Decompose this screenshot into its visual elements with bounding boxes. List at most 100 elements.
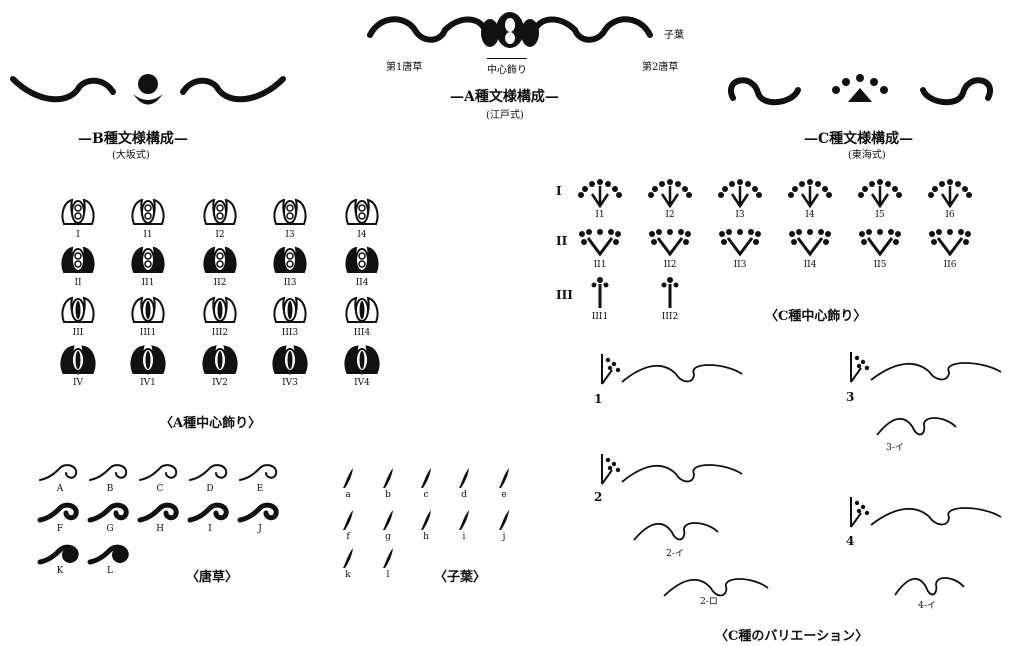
c-center-label: I3 xyxy=(725,210,755,220)
karakusa-label: B xyxy=(95,484,125,494)
shiyo-motif xyxy=(340,466,356,490)
karakusa-motif xyxy=(38,502,82,524)
c-center-label: II6 xyxy=(935,260,965,270)
c-center-ornament xyxy=(648,228,692,258)
shiyo-label: f xyxy=(333,532,363,542)
c-center-row-label: II xyxy=(556,234,567,248)
karakusa-label: K xyxy=(45,566,75,576)
a-center-ornament xyxy=(344,294,380,326)
karakusa-motif xyxy=(188,462,232,484)
c-center-label: II4 xyxy=(795,260,825,270)
a-center-label: II3 xyxy=(275,278,305,288)
shiyo-motif xyxy=(380,546,396,570)
karakusa-label: D xyxy=(195,484,225,494)
a-center-label: IV4 xyxy=(347,378,377,388)
c-center-label: II3 xyxy=(725,260,755,270)
a-center-label: III1 xyxy=(133,328,163,338)
a-center-ornament xyxy=(130,244,166,276)
karakusa-motif xyxy=(88,462,132,484)
c-center-row-label: III xyxy=(556,288,573,302)
karakusa-label: I xyxy=(195,524,225,534)
c-type-title: —C種文様構成— xyxy=(804,128,913,148)
karakusa-motif xyxy=(238,502,282,524)
a-center-ornament xyxy=(60,294,96,326)
a-center-label: IV2 xyxy=(205,378,235,388)
c-center-ornament xyxy=(858,228,902,258)
a-center-caption: 〈A種中心飾り〉 xyxy=(160,412,261,431)
a-type-title: —A種文様構成— xyxy=(450,86,559,106)
a-center-label: III2 xyxy=(205,328,235,338)
c-center-ornament xyxy=(858,178,902,208)
a-center-ornament xyxy=(130,294,166,326)
shiyo-label: e xyxy=(489,490,519,500)
c-center-row-label: I xyxy=(556,184,562,198)
c-center-label: I5 xyxy=(865,210,895,220)
a-label-tang2: 第2唐草 xyxy=(642,58,678,73)
a-center-label: III xyxy=(63,328,93,338)
a-center-label: I4 xyxy=(347,230,377,240)
c-variation-motif xyxy=(845,350,1005,390)
c-variation-label: 2 xyxy=(594,490,602,504)
c-center-caption: 〈C種中心飾り〉 xyxy=(765,305,866,324)
a-center-ornament xyxy=(202,196,238,228)
shiyo-motif xyxy=(340,508,356,532)
shiyo-motif xyxy=(380,508,396,532)
c-center-label: I4 xyxy=(795,210,825,220)
a-center-label: I2 xyxy=(205,230,235,240)
a-center-ornament xyxy=(130,196,166,228)
c-center-ornament xyxy=(928,228,972,258)
a-center-label: IV3 xyxy=(275,378,305,388)
a-center-ornament xyxy=(344,344,380,376)
shiyo-label: j xyxy=(489,532,519,542)
a-center-label: I xyxy=(63,230,93,240)
shiyo-label: d xyxy=(449,490,479,500)
c-center-ornament xyxy=(718,178,762,208)
karakusa-label: F xyxy=(45,524,75,534)
shiyo-label: l xyxy=(373,570,403,580)
a-center-label: II xyxy=(63,278,93,288)
c-variation-label: 2-ロ xyxy=(694,594,724,607)
a-label-tang1: 第1唐草 xyxy=(386,58,422,73)
karakusa-label: H xyxy=(145,524,175,534)
shiyo-label: c xyxy=(411,490,441,500)
c-center-label: III1 xyxy=(585,312,615,322)
karakusa-motif xyxy=(38,544,82,566)
b-type-title: —B種文様構成— xyxy=(78,128,188,148)
c-center-label: III2 xyxy=(655,312,685,322)
c-variation-label: 3 xyxy=(846,390,854,404)
a-center-label: II4 xyxy=(347,278,377,288)
a-center-ornament xyxy=(272,294,308,326)
shiyo-label: b xyxy=(373,490,403,500)
shiyo-motif xyxy=(496,508,512,532)
c-variation-motif xyxy=(596,452,746,492)
c-center-label: II5 xyxy=(865,260,895,270)
c-type-border-ornament xyxy=(718,68,1003,116)
c-center-label: II2 xyxy=(655,260,685,270)
shiyo-label: g xyxy=(373,532,403,542)
a-type-subtitle: (江戸式) xyxy=(486,106,524,121)
c-center-ornament xyxy=(578,178,622,208)
shiyo-label: k xyxy=(333,570,363,580)
a-center-ornament xyxy=(60,244,96,276)
a-type-border-ornament xyxy=(360,5,660,55)
a-center-ornament xyxy=(272,244,308,276)
a-center-ornament xyxy=(130,344,166,376)
shiyo-label: i xyxy=(449,532,479,542)
c-variation-label: 4-イ xyxy=(912,598,942,611)
a-center-label: II1 xyxy=(133,278,163,288)
shiyo-motif xyxy=(456,466,472,490)
a-label-leaf: 子葉 xyxy=(664,26,684,41)
a-label-center: 中心飾り xyxy=(487,58,527,76)
c-variation-label: 3-イ xyxy=(880,440,910,453)
c-variation-label: 4 xyxy=(846,534,854,548)
a-center-label: III3 xyxy=(275,328,305,338)
shiyo-motif xyxy=(496,466,512,490)
shiyo-motif xyxy=(418,466,434,490)
c-center-ornament xyxy=(788,228,832,258)
karakusa-motif xyxy=(88,544,132,566)
a-center-ornament xyxy=(344,244,380,276)
a-center-label: I1 xyxy=(133,230,163,240)
b-type-border-ornament xyxy=(8,64,288,114)
a-center-ornament xyxy=(344,196,380,228)
a-center-label: III4 xyxy=(347,328,377,338)
